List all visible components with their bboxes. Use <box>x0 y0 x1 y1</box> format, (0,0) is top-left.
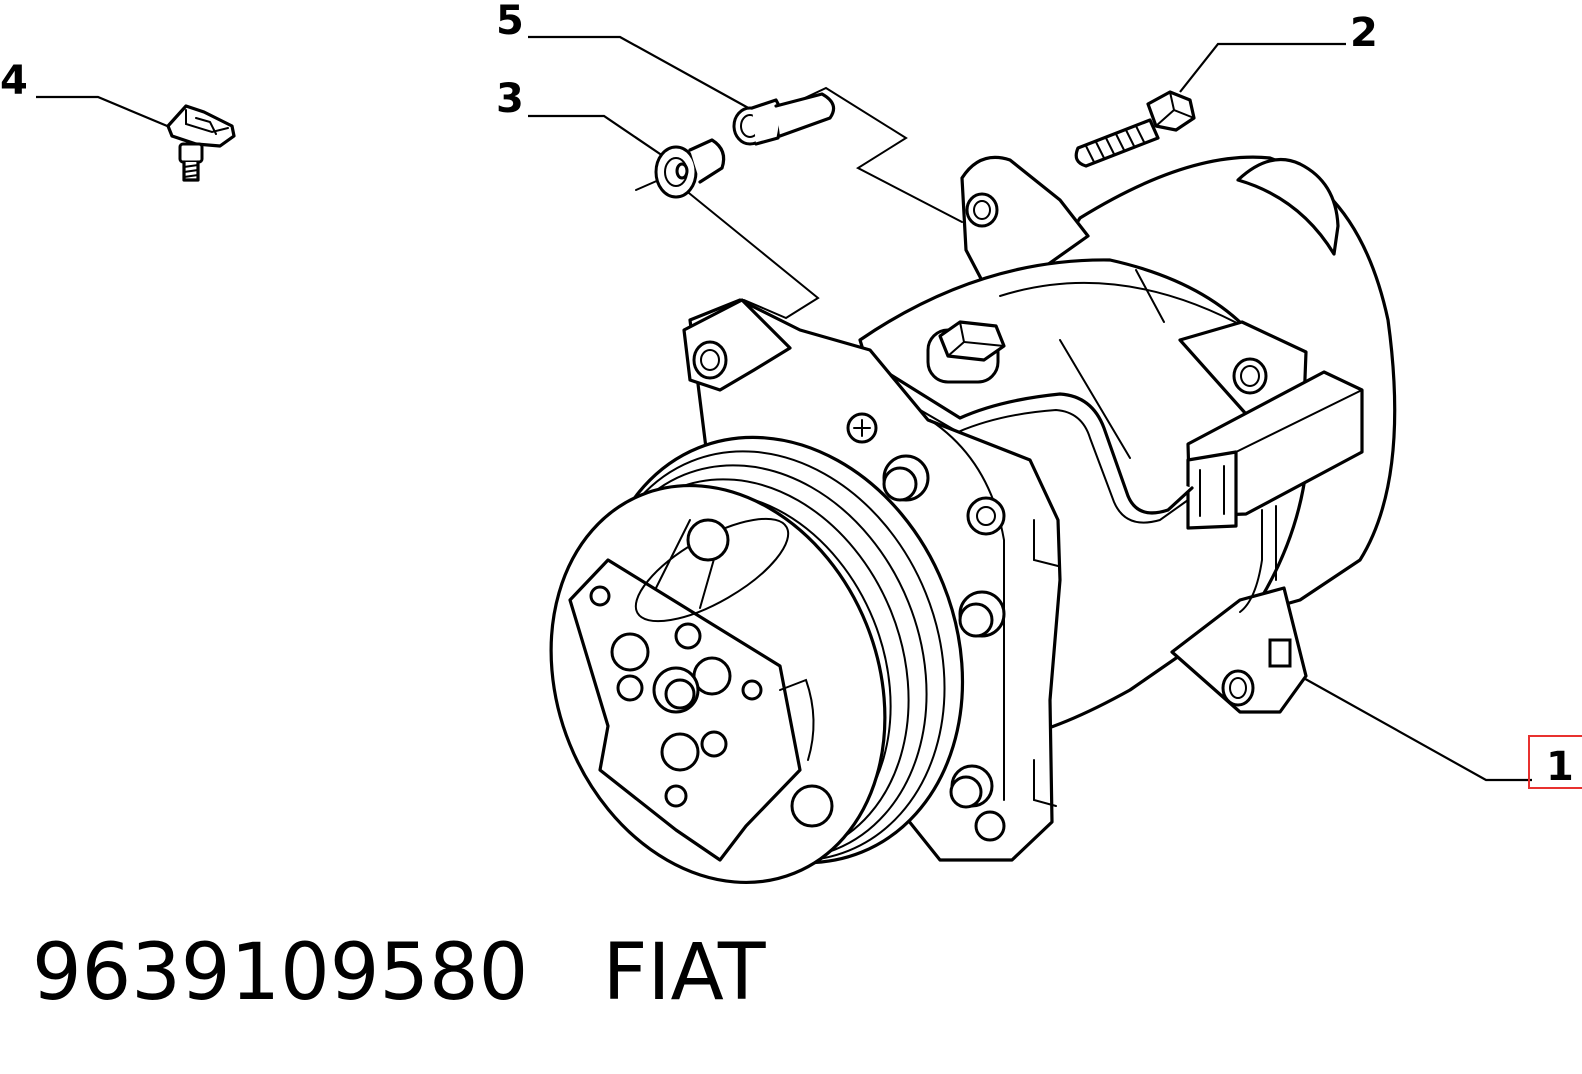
part-5-bracket <box>732 92 836 146</box>
callout-labels: 4 5 3 2 1 <box>0 0 1582 790</box>
callout-1-highlight-box <box>1528 735 1582 789</box>
callout-4-label: 4 <box>0 58 28 104</box>
callout-2-label: 2 <box>1350 10 1378 56</box>
part-4-clip-screw <box>166 104 236 182</box>
brand-name: FIAT <box>602 928 766 1018</box>
part-2-bolt <box>1074 90 1196 168</box>
part-1-compressor <box>549 155 1397 885</box>
part-number: 9639109580 <box>32 928 529 1018</box>
part-3-plug <box>654 138 726 199</box>
callout-5-label: 5 <box>496 0 524 44</box>
part-caption: 9639109580 FIAT <box>32 928 765 1018</box>
callout-3-label: 3 <box>496 76 524 122</box>
callout-1-label: 1 <box>1546 744 1574 790</box>
